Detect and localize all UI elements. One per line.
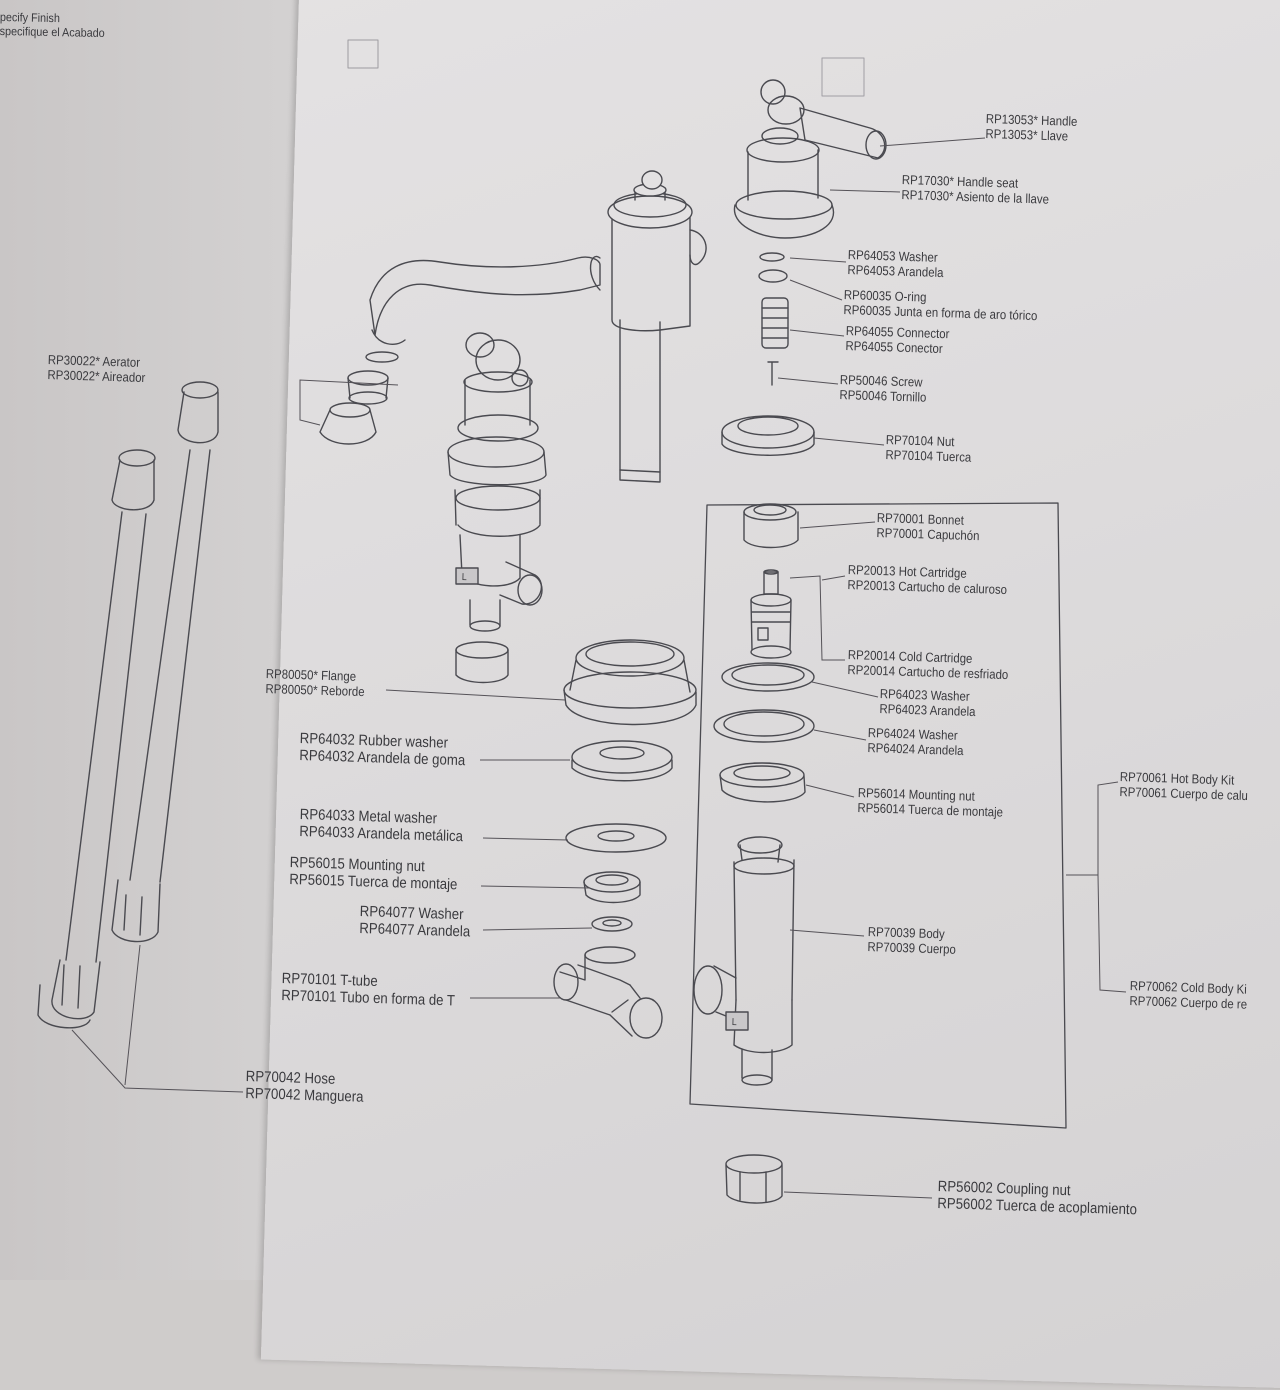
- hose-1: [111, 381, 219, 943]
- header-finish: pecify Finish specifique el Acabado: [0, 10, 105, 40]
- label-hose: RP70042 Hose RP70042 Manguera: [245, 1068, 364, 1106]
- label-oring: RP60035 O-ring RP60035 Junta en forma de…: [843, 287, 1038, 323]
- label-mounting-nut-56015: RP56015 Mounting nut RP56015 Tuerca de m…: [289, 854, 458, 893]
- header-line-spanish: specifique el Acabado: [0, 23, 105, 41]
- exploded-parts-diagram: [37, 39, 1127, 1204]
- washer-64024-part: [713, 709, 815, 743]
- label-washer-64024: RP64024 Washer RP64024 Arandela: [867, 725, 964, 758]
- label-t-tube: RP70101 T-tube RP70101 Tubo en forma de …: [281, 970, 455, 1009]
- label-flange: RP80050* Flange RP80050* Reborde: [265, 666, 365, 699]
- screw-shape: [767, 361, 779, 386]
- label-connector: RP64055 Connector RP64055 Conector: [845, 323, 949, 356]
- label-handle-seat: RP17030* Handle seat RP17030* Asiento de…: [901, 172, 1049, 207]
- label-washer-64053-es: RP64053 Arandela: [847, 261, 944, 281]
- valve-body-mark: L: [731, 1016, 737, 1029]
- mounting-nut-56014-part: [719, 762, 806, 803]
- washer-64077-hole: [602, 919, 622, 927]
- label-flange-es: RP80050* Reborde: [265, 680, 365, 700]
- t-tube-part: [553, 946, 663, 1039]
- flange-part: [563, 639, 697, 726]
- label-washer-64053: RP64053 Washer RP64053 Arandela: [847, 247, 944, 280]
- hex-nut-small: [455, 641, 509, 684]
- label-handle-es: RP13053* Llave: [985, 125, 1069, 144]
- mounting-nut-56015-part: [583, 871, 641, 904]
- label-washer-64077-es: RP64077 Arandela: [359, 919, 471, 941]
- oring-shape: [758, 269, 788, 283]
- metal-washer-part: [565, 823, 667, 853]
- label-aerator-es: RP30022* Aireador: [47, 366, 146, 386]
- washer-64053-shape: [759, 252, 785, 262]
- washer-64023-part: [721, 662, 815, 692]
- handle-part: [760, 79, 887, 160]
- label-nut-es: RP70104 Tuerca: [885, 446, 972, 465]
- header-box-left: [347, 39, 379, 69]
- label-washer-64077: RP64077 Washer RP64077 Arandela: [359, 903, 471, 941]
- rubber-washer-part: [571, 740, 673, 782]
- left-valve-assembly: [447, 332, 547, 632]
- header-box-right: [821, 57, 865, 97]
- label-hot-cartridge: RP20013 Hot Cartridge RP20013 Cartucho d…: [847, 562, 1007, 597]
- label-cold-body-kit: RP70062 Cold Body Ki RP70062 Cuerpo de r…: [1129, 978, 1247, 1012]
- left-valve-mark: L: [461, 571, 467, 584]
- label-body-es: RP70039 Cuerpo: [867, 938, 957, 957]
- coupling-nut-part: [725, 1154, 783, 1204]
- label-washer-64023: RP64023 Washer RP64023 Arandela: [879, 686, 976, 719]
- body-kit-frame: [689, 502, 1067, 1129]
- label-mounting-nut-56014: RP56014 Mounting nut RP56014 Tuerca de m…: [857, 785, 1003, 820]
- aerator-part: [319, 351, 399, 445]
- label-rubber-washer: RP64032 Rubber washer RP64032 Arandela d…: [299, 730, 466, 769]
- label-bonnet: RP70001 Bonnet RP70001 Capuchón: [876, 510, 980, 543]
- connector-shape: [761, 297, 789, 349]
- leader-lines: [71, 137, 1127, 1199]
- label-coupling-nut: RP56002 Coupling nut RP56002 Tuerca de a…: [937, 1178, 1137, 1218]
- label-washer-64024-es: RP64024 Arandela: [867, 739, 964, 759]
- label-screw: RP50046 Screw RP50046 Tornillo: [839, 372, 927, 405]
- hose-2: [37, 449, 156, 1029]
- washer-64077-part: [591, 916, 633, 932]
- label-washer-64023-es: RP64023 Arandela: [879, 700, 976, 720]
- bonnet-part: [743, 503, 799, 549]
- label-screw-es: RP50046 Tornillo: [839, 386, 927, 405]
- label-handle: RP13053* Handle RP13053* Llave: [985, 111, 1077, 144]
- label-cold-cartridge: RP20014 Cold Cartridge RP20014 Cartucho …: [847, 647, 1009, 682]
- label-hot-body-kit: RP70061 Hot Body Kit RP70061 Cuerpo de c…: [1119, 769, 1248, 803]
- handle-seat-part: [733, 127, 835, 239]
- label-aerator: RP30022* Aerator RP30022* Aireador: [47, 352, 146, 385]
- label-nut: RP70104 Nut RP70104 Tuerca: [885, 432, 972, 465]
- nut-70104-shape: [721, 415, 815, 456]
- cartridge-part: [750, 569, 792, 659]
- valve-body-part: [693, 836, 795, 1086]
- faucet-spout-body: [369, 170, 707, 483]
- label-metal-washer: RP64033 Metal washer RP64033 Arandela me…: [299, 806, 463, 845]
- label-body: RP70039 Body RP70039 Cuerpo: [867, 924, 956, 957]
